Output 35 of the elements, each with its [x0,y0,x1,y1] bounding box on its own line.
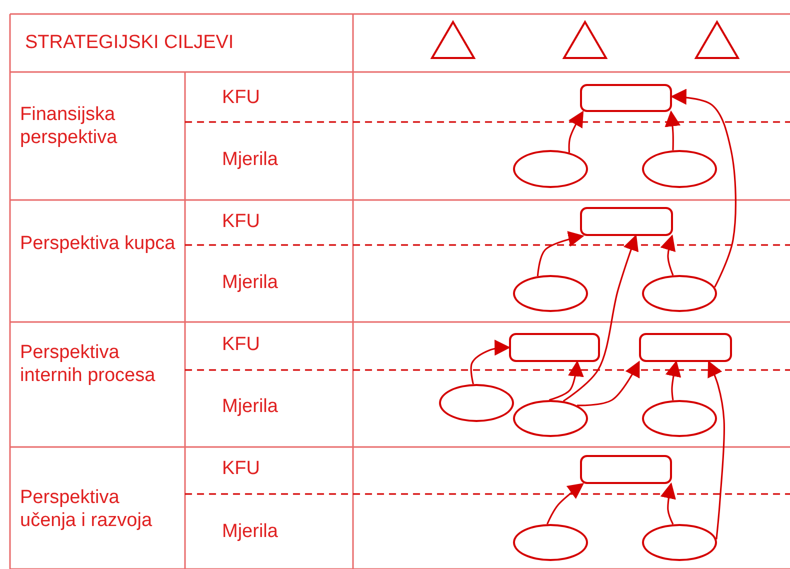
measure-ellipse [642,524,717,561]
arrow [660,482,676,525]
measure-ellipse [513,400,588,437]
arrow [568,110,584,153]
arrow [562,234,639,402]
row-label: Perspektiva učenja i razvoja [20,486,154,532]
row-label: KFU [222,333,261,356]
objective-box [509,333,600,362]
arrow [665,360,682,400]
arrow [548,360,584,401]
row-label: KFU [222,86,261,109]
arrow [670,88,736,288]
objective-box [580,84,672,112]
measure-ellipse [439,384,514,422]
arrow [470,340,511,384]
row-label: Mjerila [222,271,279,294]
arrow [660,234,676,276]
arrow [708,360,726,540]
row-label: KFU [222,457,261,480]
row-label: Mjerila [222,395,279,418]
objective-box [580,207,673,236]
row-label: Finansijska perspektiva [20,103,118,149]
objective-box [639,333,732,362]
arrow [546,483,584,524]
arrow [577,360,640,406]
row-label: KFU [222,210,261,233]
row-label: Perspektiva kupca [20,232,176,255]
row-label: Mjerila [222,520,279,543]
objective-box [580,455,672,484]
row-label: Mjerila [222,148,279,171]
measure-ellipse [642,275,717,312]
row-label: Perspektiva internih procesa [20,341,156,387]
row-label: STRATEGIJSKI CILJEVI [25,31,235,54]
arrow [536,231,584,276]
arrow [664,110,681,150]
